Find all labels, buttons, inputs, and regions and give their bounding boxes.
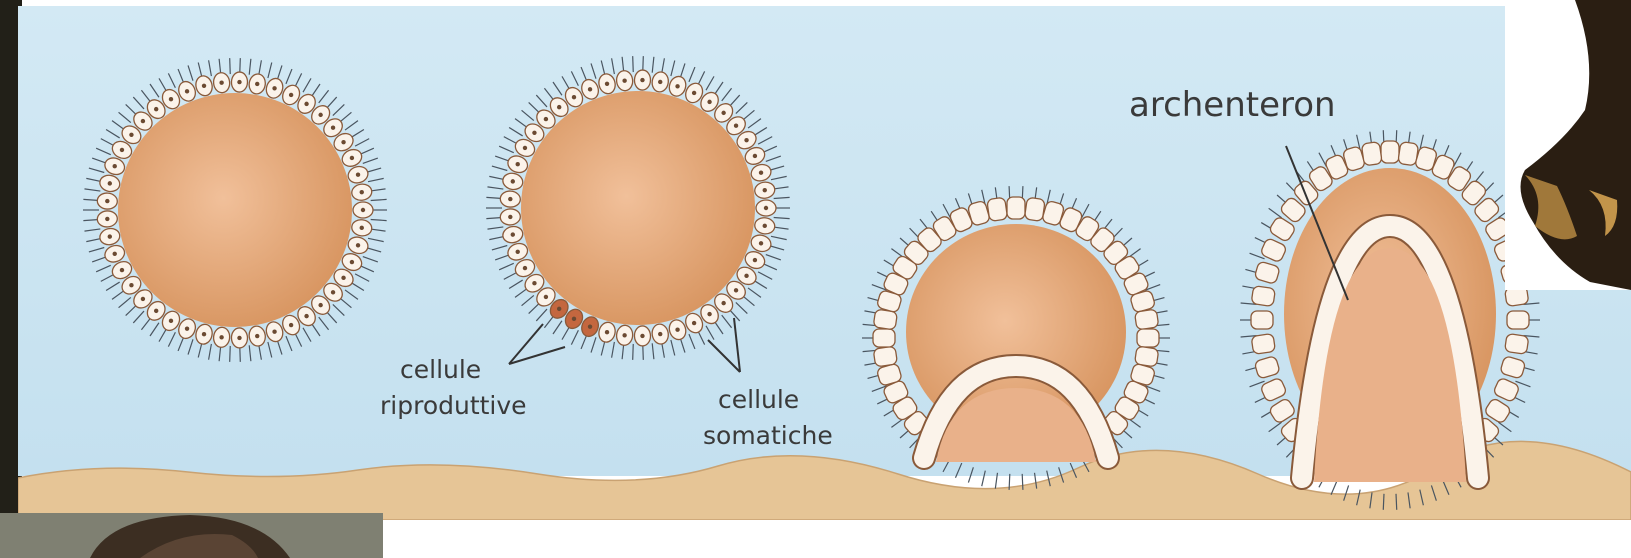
label-somatic-line2: somatiche bbox=[703, 421, 833, 450]
label-somatic-line1: cellule bbox=[718, 385, 799, 414]
cropped-photo-bottom bbox=[0, 513, 383, 558]
label-reproductive-line1: cellule bbox=[400, 355, 481, 384]
gastrulation-diagram: archenteron cellule riproduttive cellule… bbox=[18, 0, 1631, 520]
label-reproductive-line2: riproduttive bbox=[380, 391, 527, 420]
cropped-photo-right bbox=[1505, 0, 1631, 290]
label-archenteron: archenteron bbox=[1129, 85, 1336, 125]
